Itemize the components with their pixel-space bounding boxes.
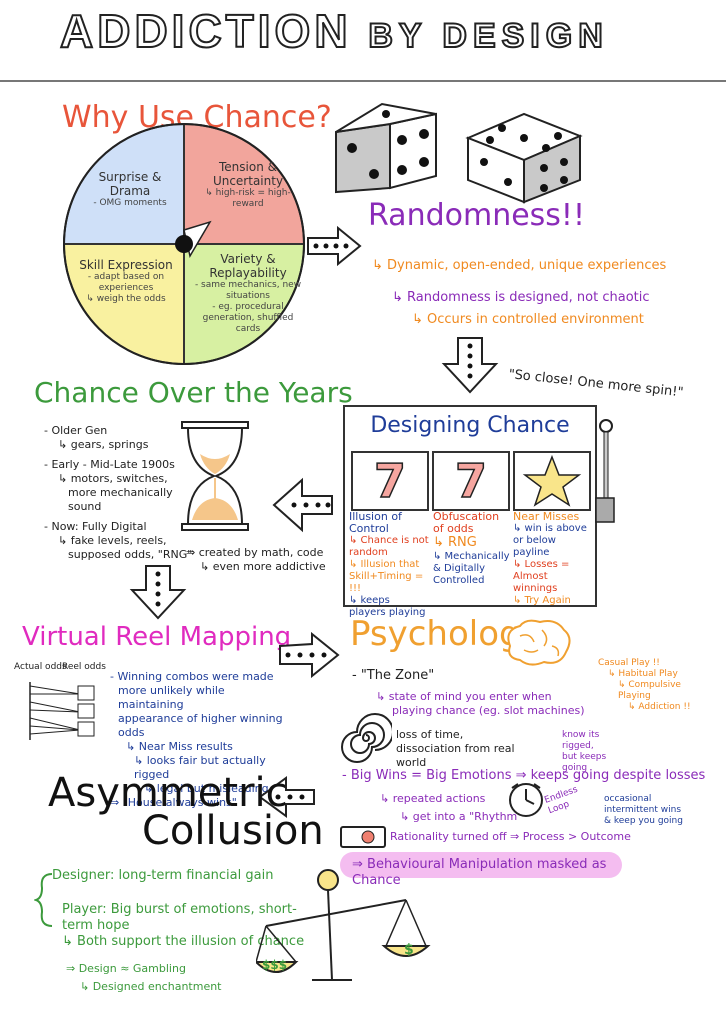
money-left-label: $$$: [262, 958, 288, 972]
obfuscation-column: Obfuscation of odds ↳ RNG ↳ Mechanically…: [433, 510, 510, 587]
star-icon: [522, 454, 582, 507]
actual-odds-label: Actual odds: [14, 662, 67, 672]
the-zone-desc: ↳ state of mind you enter when playing c…: [376, 690, 585, 717]
collusion-heading: Collusion: [142, 808, 324, 854]
player-line: Player: Big burst of emotions, short-ter…: [62, 902, 297, 933]
rhythm-text: ↳ get into a "Rhythm": [400, 810, 523, 823]
repeated-actions: ↳ repeated actions: [380, 792, 486, 805]
big-wins-line: - Big Wins = Big Emotions ⇒ keeps going …: [342, 768, 706, 783]
rationality-text: Rationality turned off ⇒ Process > Outco…: [390, 830, 631, 843]
design-gambling-line: ⇒ Design ≈ Gambling: [66, 962, 186, 975]
wheel-label-surprise: Surprise & Drama - OMG moments: [93, 170, 167, 208]
money-right-label: $: [404, 942, 414, 958]
wheel-label-variety: Variety & Replayability - same mechanics…: [194, 252, 302, 334]
arrow-left-icon-2: [258, 776, 315, 818]
reel-mapping-diagram-icon: [29, 682, 95, 740]
masked-text: ⇒ Behavioural Manipulation masked as Cha…: [352, 857, 607, 888]
arrow-right-icon-2: [279, 632, 340, 678]
arrow-down-icon-2: [129, 565, 187, 620]
over-years-digital-note: ⇒ created by math, code ↳ even more addi…: [186, 546, 326, 573]
clock-icon: [509, 783, 543, 817]
balance-scale-icon: [256, 869, 431, 981]
asymmetric-heading: Asymmetric: [48, 770, 288, 816]
randomness-heading: Randomness!!: [368, 198, 585, 233]
die-left-icon: [335, 102, 437, 194]
arrow-left-icon: [272, 477, 333, 533]
designing-chance-heading: Designing Chance: [370, 413, 570, 438]
wheel-hub: [175, 235, 193, 253]
endless-loop-label: Endless Loop: [543, 784, 580, 817]
chance-wheel: [62, 122, 306, 366]
hourglass-icon: [181, 421, 249, 531]
title-main-a: ADDICTION: [59, 4, 352, 58]
loss-of-time-text: loss of time, dissociation from real wor…: [396, 728, 515, 769]
arrow-right-icon: [307, 226, 362, 266]
slot-lever-icon: [595, 419, 615, 523]
title-main-b: BY DESIGN: [367, 16, 609, 56]
over-years-heading: Chance Over the Years: [34, 376, 353, 409]
randomness-line-3: ↳ Occurs in controlled environment: [412, 312, 644, 327]
virtual-reel-heading: Virtual Reel Mapping: [22, 622, 292, 652]
the-zone-label: - "The Zone": [352, 668, 435, 683]
designed-enchantment-line: ↳ Designed enchantment: [80, 980, 222, 993]
brain-icon: [507, 619, 571, 666]
title-divider: [0, 80, 726, 82]
both-support-line: ↳ Both support the illusion of chance: [62, 934, 305, 949]
reel-odds-label: Reel odds: [62, 662, 106, 672]
designer-line: Designer: long-term financial gain: [52, 868, 274, 883]
near-misses-column: Near Misses ↳ win is above or below payl…: [513, 510, 587, 607]
page-title: ADDICTION BY DESIGN: [59, 4, 609, 58]
reel-seven-1: 7: [351, 451, 429, 511]
arrow-down-icon: [441, 337, 499, 394]
randomness-line-2: ↳ Randomness is designed, not chaotic: [392, 290, 650, 305]
rationality-toggle-icon: [340, 826, 386, 848]
slot-machine: Designing Chance 7 7 Illusion of Control…: [343, 405, 597, 618]
spiral-icon: [341, 713, 392, 763]
wheel-label-tension: Tension & Uncertainty ↳ high-risk = high…: [205, 160, 291, 209]
randomness-line-1: ↳ Dynamic, open-ended, unique experience…: [372, 258, 667, 273]
knows-rigged-note: know its rigged, but keeps going: [562, 730, 607, 773]
so-close-quote: "So close! One more spin!": [507, 367, 685, 401]
masked-highlight: [340, 852, 622, 878]
reel-star: [513, 451, 591, 511]
die-right-icon: [465, 112, 583, 204]
wheel-label-skill: Skill Expression - adapt based on experi…: [79, 258, 173, 304]
virtual-reel-notes: - Winning combos were made more unlikely…: [110, 670, 283, 809]
over-years-list: - Older Gen ↳ gears, springs - Early - M…: [44, 424, 193, 561]
bracket-icon: [34, 873, 53, 927]
reel-seven-2: 7: [432, 451, 510, 511]
occasional-wins-note: occasional intermittent wins & keep you …: [604, 794, 683, 826]
illusion-of-control-column: Illusion of Control ↳ Chance is not rand…: [349, 510, 429, 619]
play-escalation: Casual Play !! ↳ Habitual Play ↳ Compuls…: [598, 658, 691, 712]
